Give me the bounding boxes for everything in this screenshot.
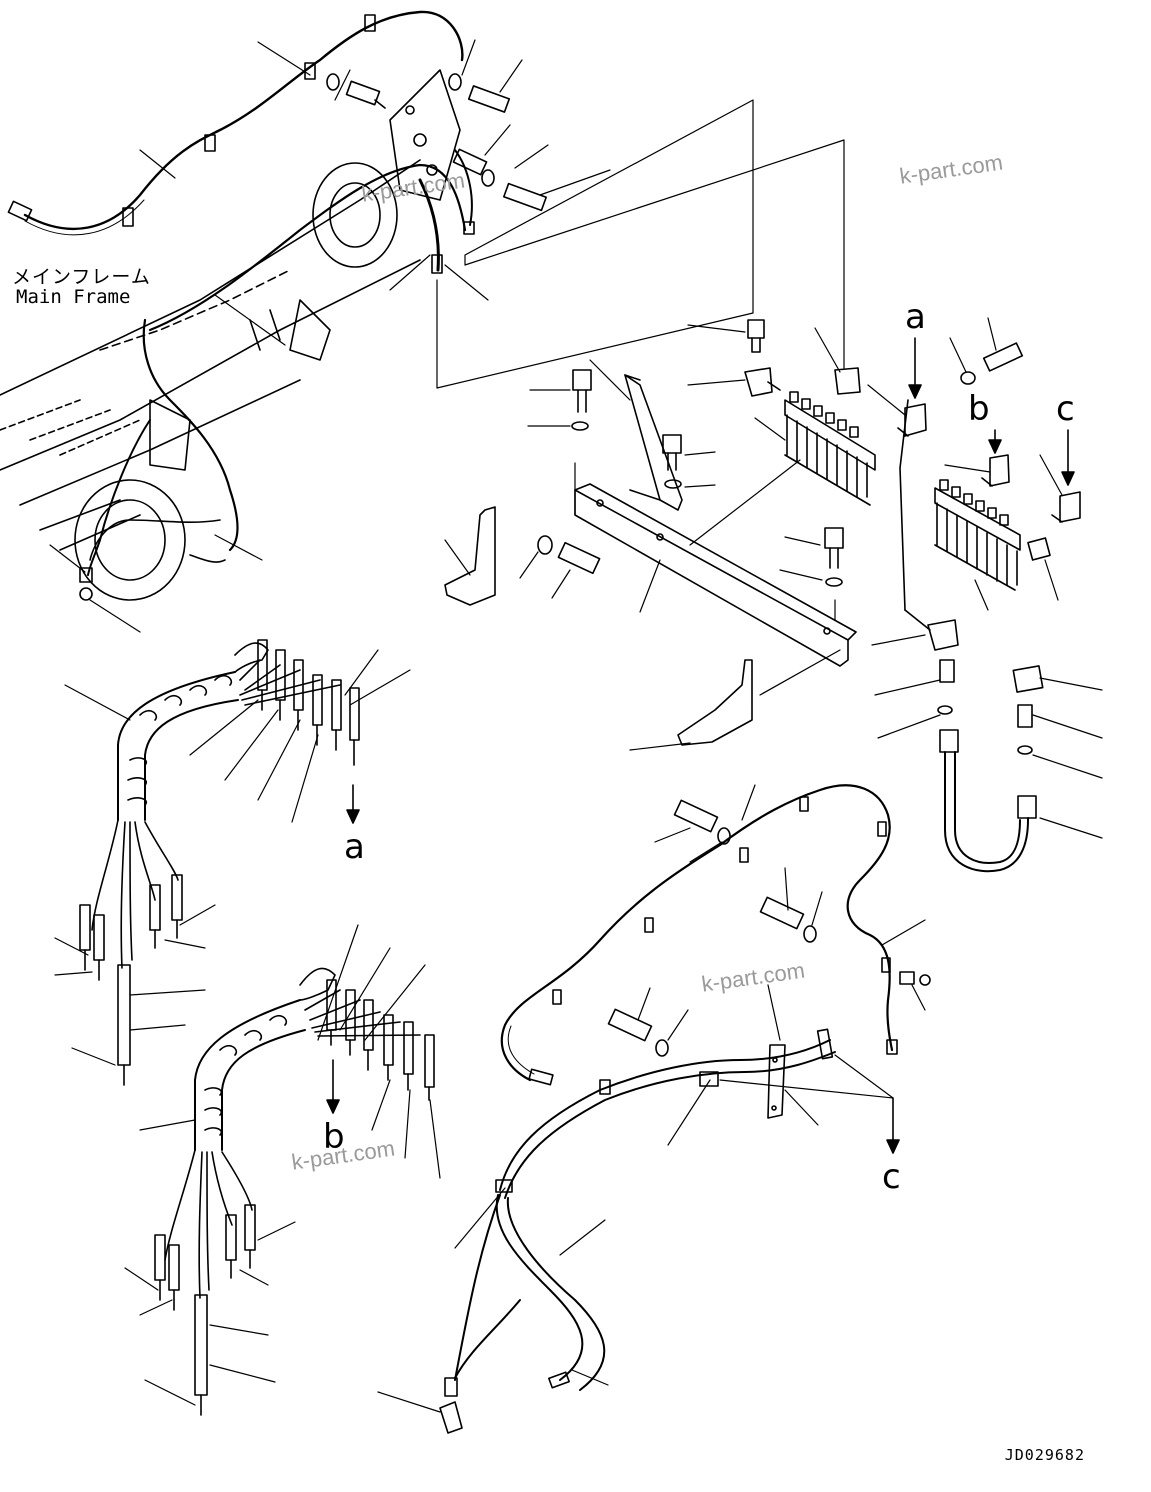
leaders-upper-right bbox=[687, 317, 1103, 839]
reference-lines bbox=[436, 99, 845, 389]
callout-c-bottom: c bbox=[882, 1157, 901, 1197]
manifold-block-1 bbox=[784, 391, 876, 506]
manifold-block-2 bbox=[934, 479, 1021, 591]
main-frame bbox=[0, 69, 461, 601]
drawing-number: JD029682 bbox=[1004, 1446, 1085, 1464]
main-frame-label-en: Main Frame bbox=[16, 286, 131, 308]
bracket-assembly bbox=[444, 369, 857, 746]
leaders-bundle-b bbox=[124, 924, 441, 1406]
hose-bundle-b bbox=[154, 967, 435, 1416]
hose bbox=[939, 729, 1037, 873]
leaders-lower-harness bbox=[377, 784, 926, 1413]
callout-b-top: b bbox=[968, 389, 990, 429]
callout-c-top: c bbox=[1056, 389, 1075, 429]
top-fasteners bbox=[326, 73, 547, 212]
leaders-bundle-a bbox=[54, 649, 411, 1066]
leaders-top-left bbox=[49, 39, 611, 633]
callout-a-bottom: a bbox=[344, 827, 365, 867]
callout-b-bottom: b bbox=[323, 1117, 345, 1157]
hose-bundle-a bbox=[79, 639, 360, 1086]
leaders-bracket bbox=[444, 359, 841, 751]
callout-a-top: a bbox=[905, 297, 926, 337]
main-frame-label-jp: メインフレーム bbox=[12, 266, 151, 288]
upper-harness bbox=[7, 10, 475, 601]
lower-harness bbox=[439, 784, 931, 1434]
callout-arrows-top bbox=[326, 337, 1075, 1154]
